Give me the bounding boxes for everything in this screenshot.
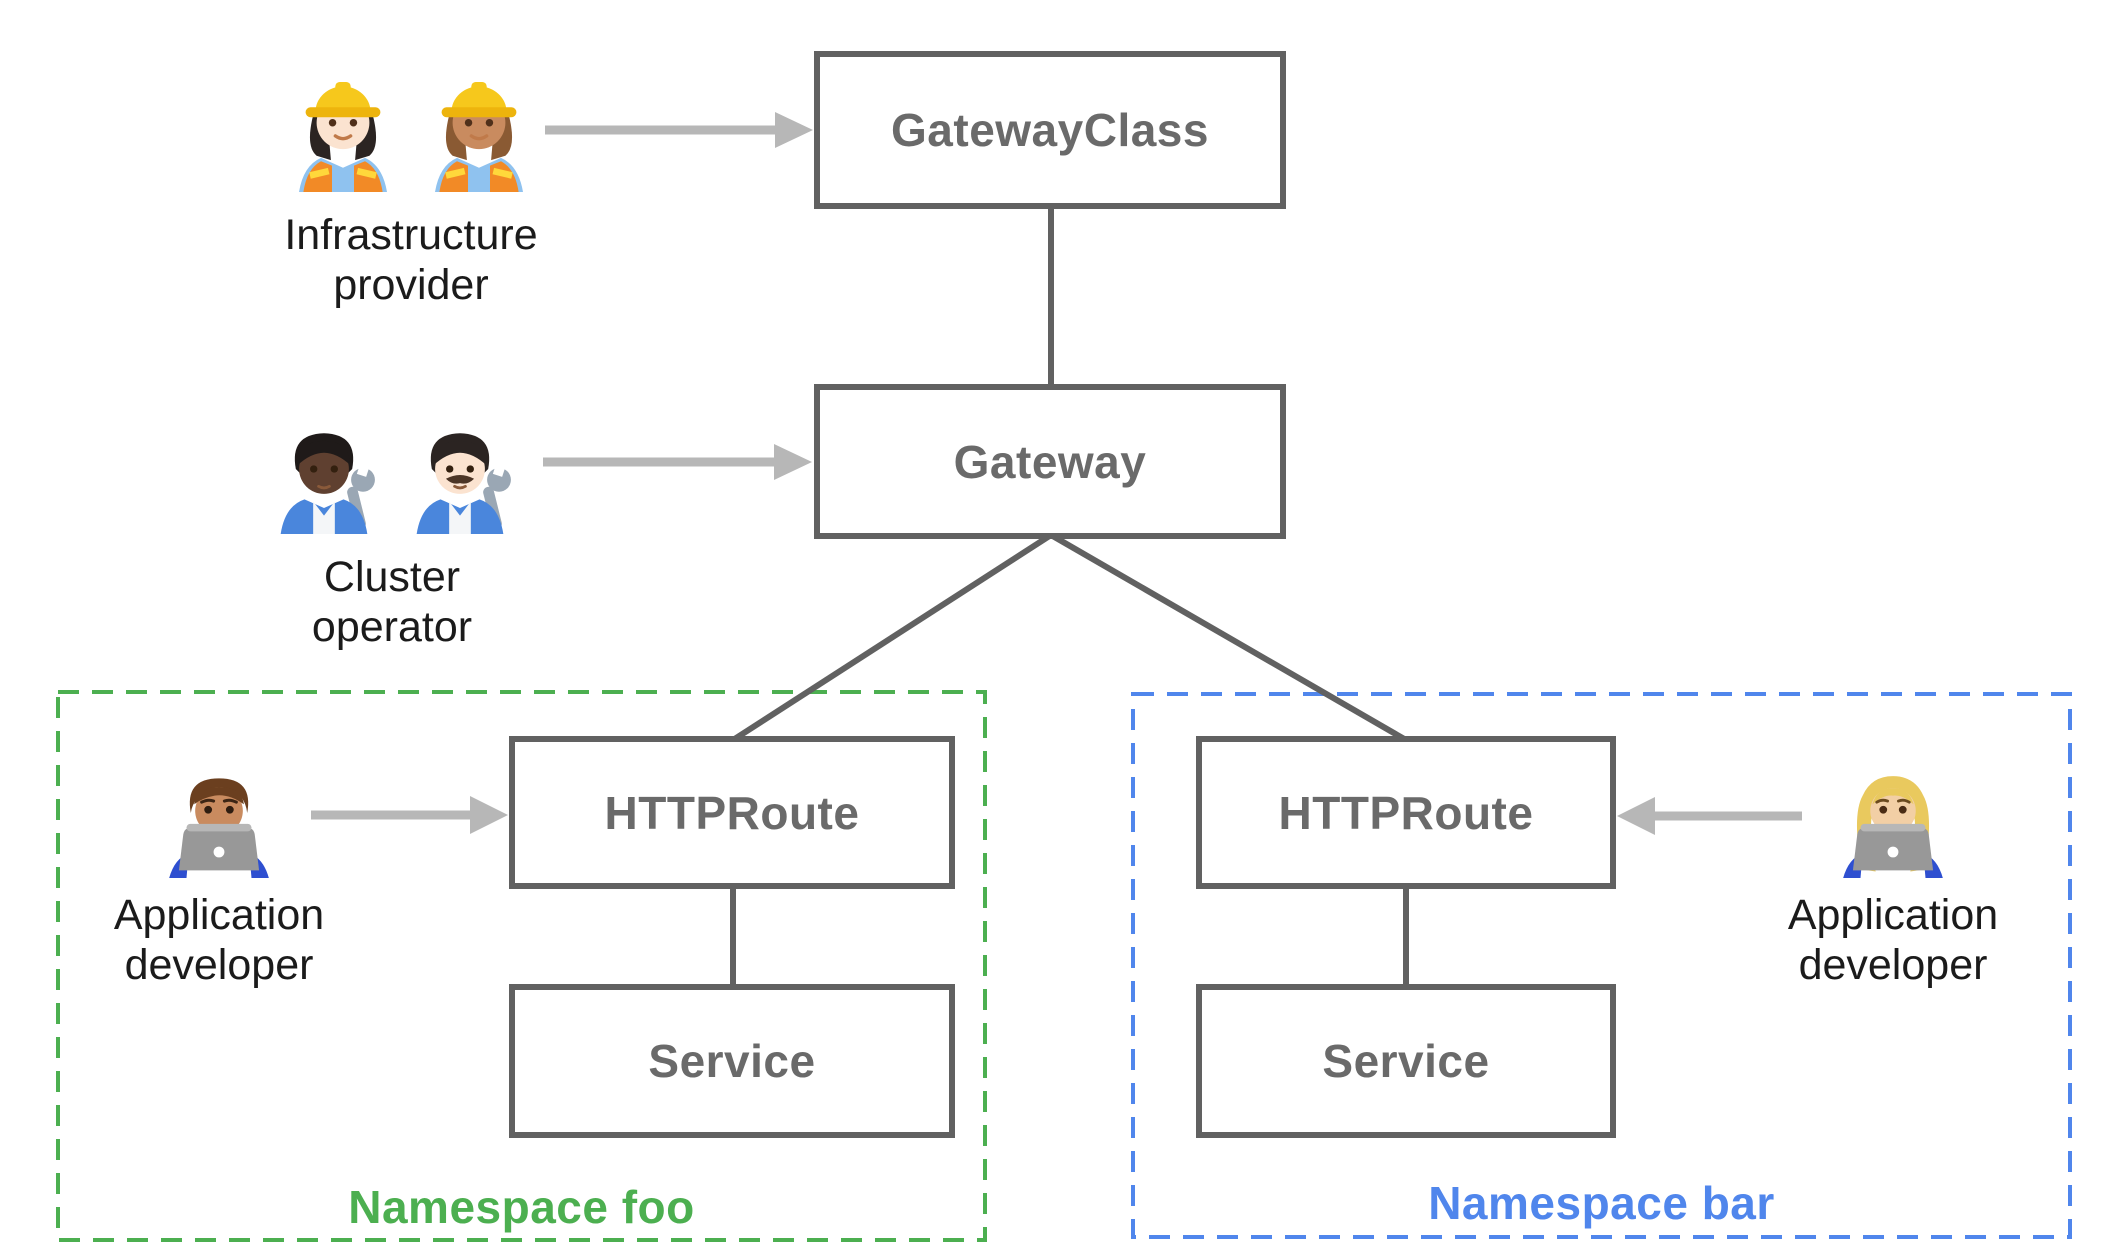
cluster-operator-icons <box>259 404 525 534</box>
node-httproute-bar-label: HTTPRoute <box>1278 786 1534 839</box>
man-technologist-icon <box>154 748 284 878</box>
arrow-cluster-operator-gateway <box>543 444 812 480</box>
node-gateway: Gateway <box>814 384 1286 539</box>
actor-infrastructure-provider: Infrastructure provider <box>161 60 661 310</box>
arrow-app-developer-httproute-foo <box>311 796 508 834</box>
node-gateway-label: Gateway <box>953 435 1147 488</box>
namespace-bar-boundary <box>1131 692 2072 1239</box>
node-service-foo: Service <box>509 984 955 1138</box>
namespace-foo-boundary <box>56 690 987 1242</box>
namespace-bar-label: Namespace bar <box>1428 1177 1775 1229</box>
app-developer-foo-icons <box>154 748 284 878</box>
edge-gateway-httproute-bar <box>1049 532 1408 743</box>
app-developer-foo-label: Application developer <box>113 891 325 989</box>
arrow-app-developer-httproute-bar <box>1617 797 1802 835</box>
actor-cluster-operator: Cluster operator <box>142 404 642 652</box>
node-httproute-foo-label: HTTPRoute <box>604 786 860 839</box>
woman-construction-worker-light-icon <box>277 60 409 192</box>
woman-technologist-icon <box>1828 748 1958 878</box>
edge-gateway-httproute-foo <box>731 532 1053 743</box>
node-gatewayclass: GatewayClass <box>814 51 1286 209</box>
node-service-foo-label: Service <box>648 1035 816 1087</box>
actor-app-developer-foo: Application developer <box>19 748 419 990</box>
node-gatewayclass-label: GatewayClass <box>891 104 1209 156</box>
arrow-infrastructure-provider-gatewayclass <box>545 112 813 148</box>
app-developer-bar-icons <box>1828 748 1958 878</box>
namespace-foo-label: Namespace foo <box>348 1181 695 1233</box>
node-httproute-foo: HTTPRoute <box>509 736 955 889</box>
man-mechanic-light-icon <box>395 404 525 534</box>
app-developer-bar-label: Application developer <box>1787 891 1999 989</box>
infrastructure-provider-label: Infrastructure provider <box>284 211 538 309</box>
mechanic-dark-icon <box>259 404 389 534</box>
woman-construction-worker-medium-icon <box>413 60 545 192</box>
actor-app-developer-bar: Application developer <box>1693 748 2093 990</box>
node-service-bar: Service <box>1196 984 1616 1138</box>
node-service-bar-label: Service <box>1322 1035 1490 1087</box>
infrastructure-provider-icons <box>277 60 545 192</box>
node-httproute-bar: HTTPRoute <box>1196 736 1616 889</box>
cluster-operator-label: Cluster operator <box>311 553 473 651</box>
